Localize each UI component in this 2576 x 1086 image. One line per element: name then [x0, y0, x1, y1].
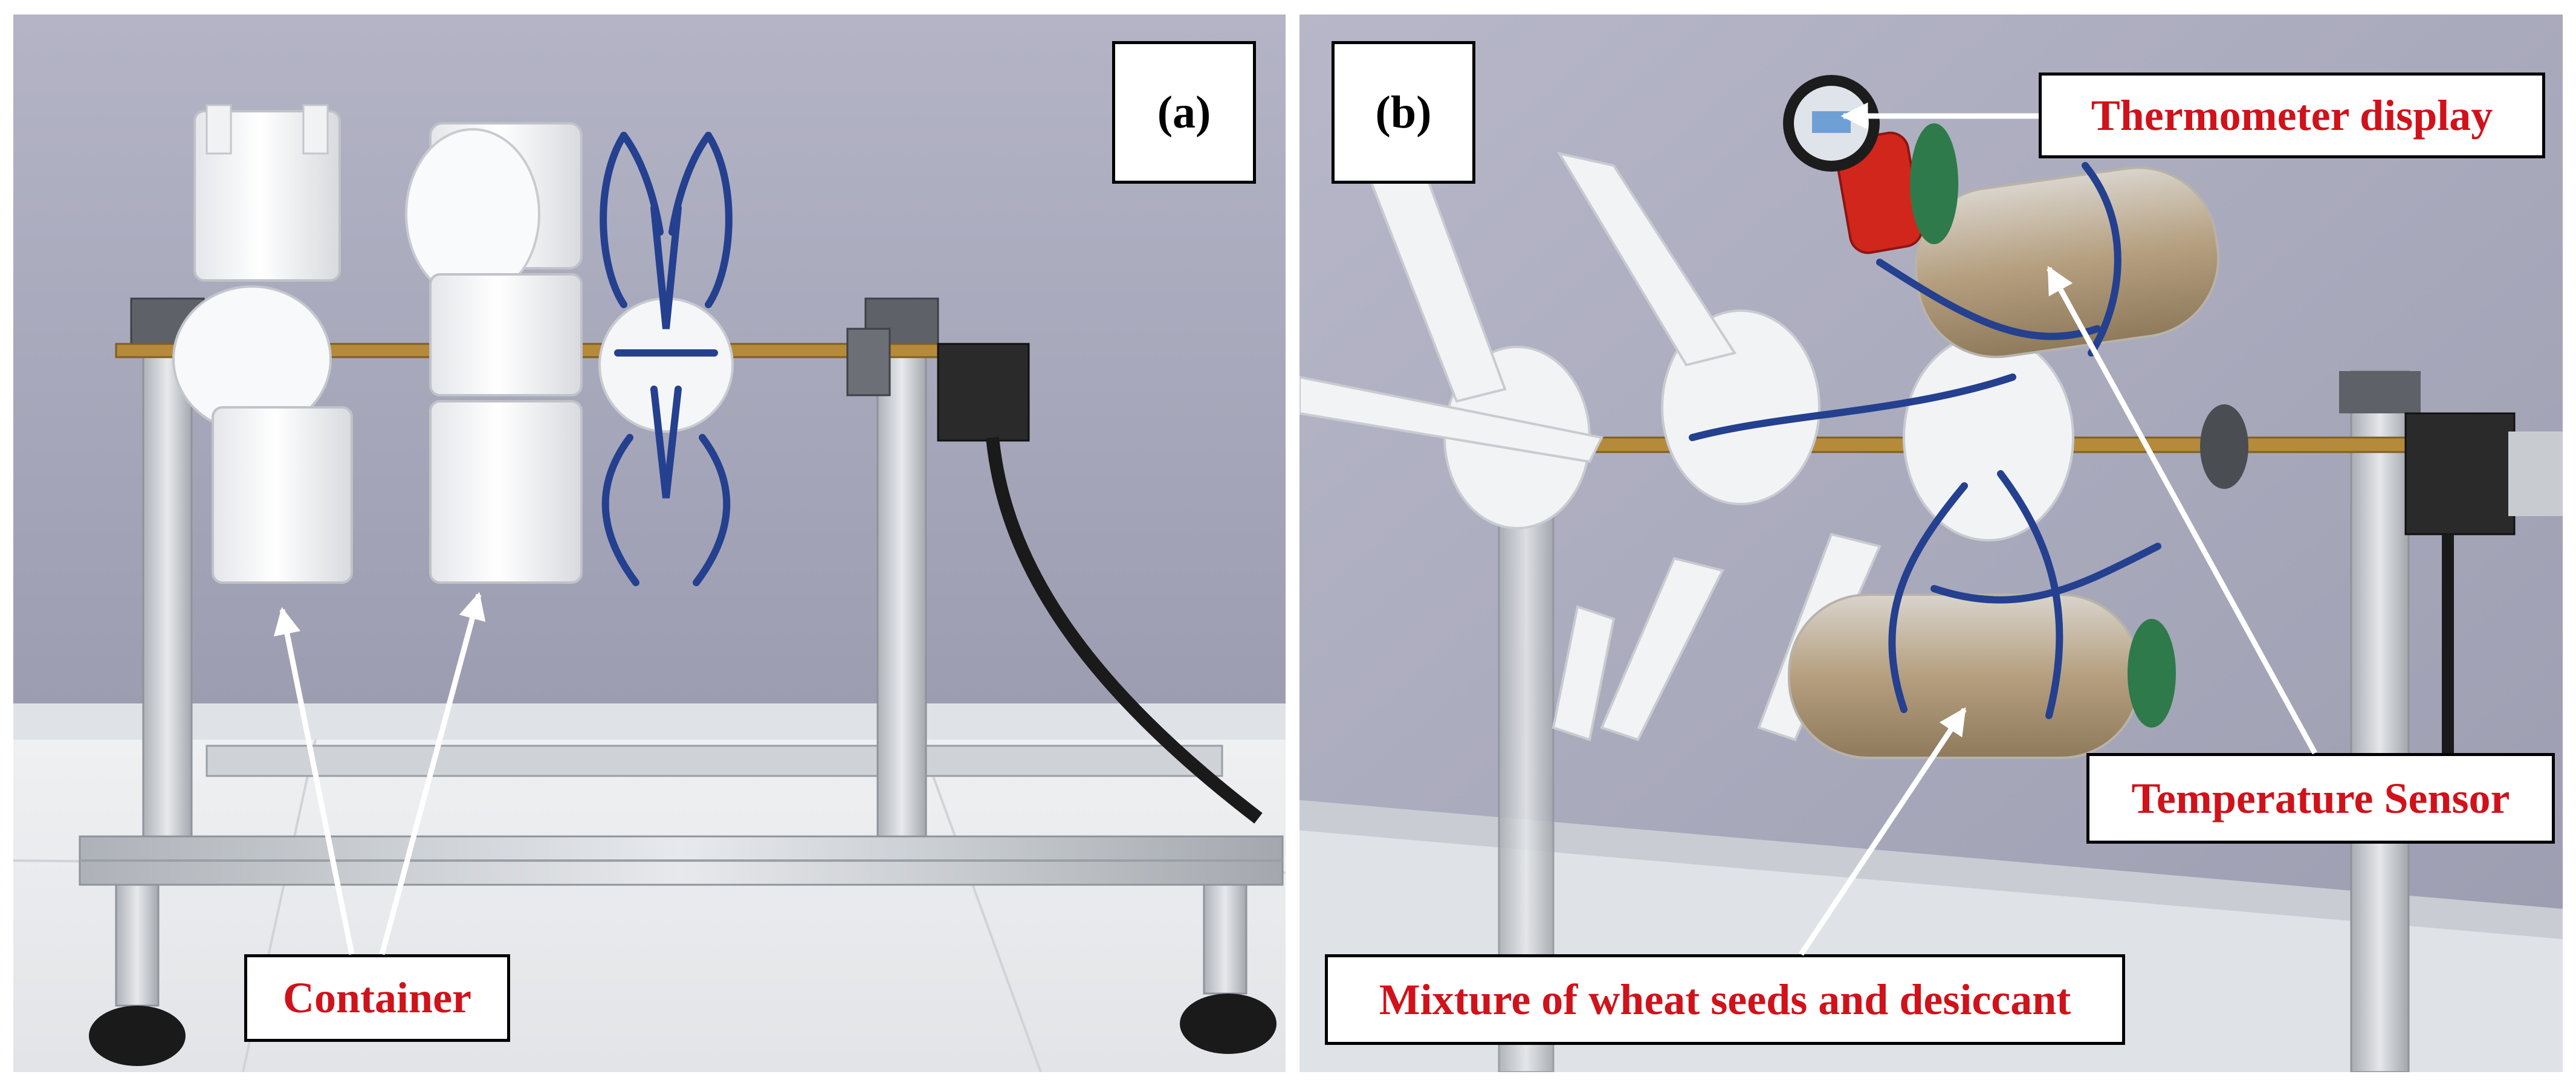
stepper-motor: [846, 328, 1263, 824]
floor: [13, 740, 1286, 1072]
label-container: Container: [244, 954, 510, 1042]
panel-tag-b: (b): [1332, 41, 1475, 184]
rotating-rig-photo-b: [1299, 15, 2563, 1072]
panel-tag-a: (a): [1112, 41, 1256, 184]
container-left: [172, 104, 353, 584]
panel-a-photo: (a) Container: [13, 15, 1286, 1072]
skirting: [13, 703, 1286, 740]
rotating-rig-photo-a: [13, 15, 1286, 1072]
label-thermometer-display: Thermometer display: [2039, 73, 2545, 158]
thermometer: [1783, 75, 1958, 254]
label-temperature-sensor: Temperature Sensor: [2086, 753, 2555, 844]
container-middle: [405, 122, 583, 584]
label-mixture: Mixture of wheat seeds and desiccant: [1325, 954, 2125, 1045]
wire-holder: [598, 132, 734, 586]
panel-b-photo: (b) Thermometer display Temperature Sens…: [1299, 15, 2563, 1072]
seed-bottle-bottom: [1788, 593, 2176, 759]
